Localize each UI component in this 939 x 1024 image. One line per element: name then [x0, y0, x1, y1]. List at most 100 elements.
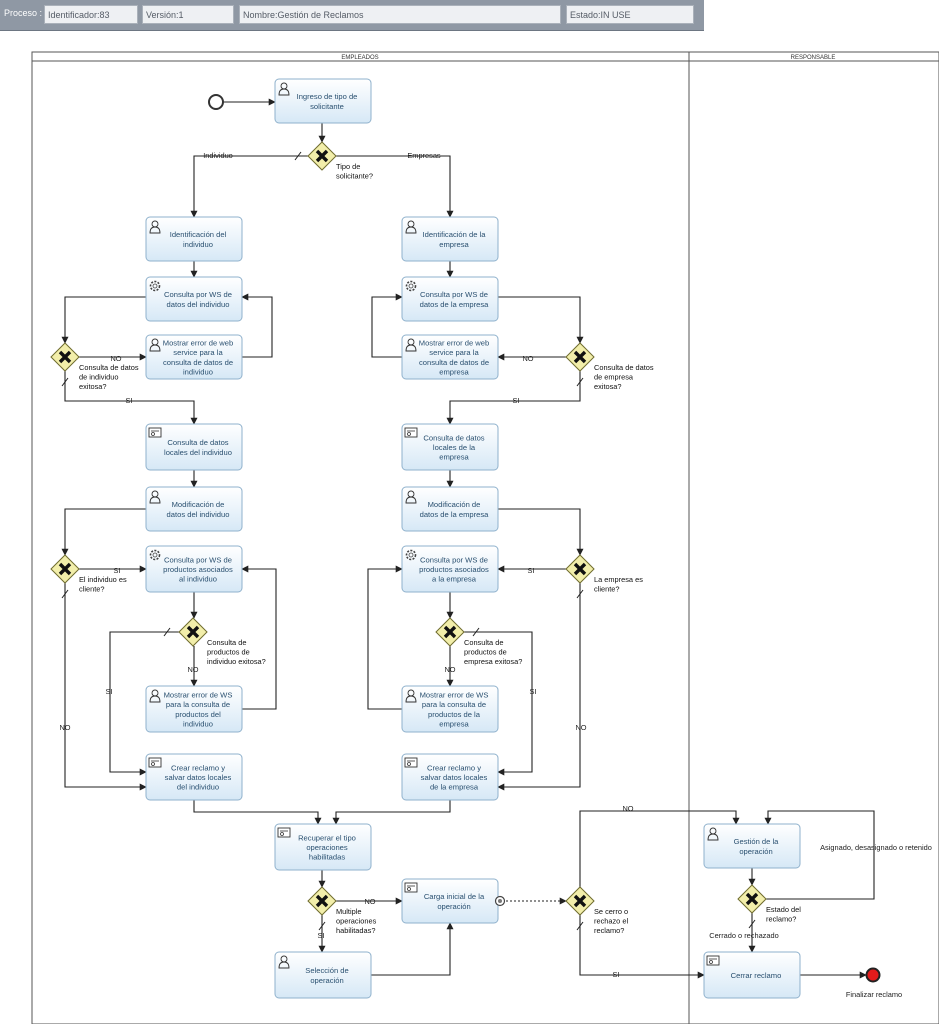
default-flow-marker [576, 377, 584, 387]
task-box [145, 216, 243, 262]
task-box [145, 334, 243, 380]
end-event[interactable] [865, 967, 881, 983]
sequence-flow [332, 800, 451, 825]
script-icon [148, 427, 162, 438]
default-flow-marker [61, 377, 69, 387]
gateway-label: productos de [207, 647, 250, 656]
default-flow-marker [294, 151, 302, 161]
sequence-flow [241, 293, 273, 358]
task-box [401, 753, 499, 801]
task-box [274, 951, 372, 999]
gateway-label: Consulta de datos [594, 363, 654, 372]
label-no-g7: NO [444, 665, 455, 674]
task-label: Consulta de datos [423, 433, 484, 442]
process-label: Proceso : [4, 8, 43, 18]
label-no-g5: NO [575, 723, 586, 732]
gateway-label: La empresa es [594, 575, 643, 584]
gateway-label: Tipo de [336, 162, 360, 171]
exclusive-x-icon [186, 625, 200, 639]
task-box [145, 545, 243, 593]
gateway-label: productos de [464, 647, 507, 656]
end-event-label: Finalizar reclamo [846, 990, 902, 999]
gateway-label: habilitadas? [336, 926, 375, 935]
gateway-label: solicitante? [336, 171, 373, 180]
user-icon [149, 490, 161, 504]
label-no-g4: NO [59, 723, 70, 732]
task-label: Crear reclamo y [427, 763, 481, 772]
sequence-flow [193, 800, 322, 825]
sequence-flow [764, 810, 875, 900]
status-field: Estado:IN USE [566, 5, 694, 24]
gateway-label: Multiple [336, 907, 361, 916]
task-label: Gestión de la [734, 837, 780, 846]
script-icon [404, 757, 418, 768]
task-label: Consulta por WS de [420, 290, 488, 299]
sequence-flow [371, 293, 403, 358]
label-si-g3: SI [513, 396, 520, 405]
intermediate-event-icon [494, 895, 506, 907]
gear-icon [405, 549, 417, 561]
exclusive-x-icon [315, 149, 329, 163]
label-si-g6: SI [106, 687, 113, 696]
label-no-g2: NO [110, 354, 121, 363]
task-label: productos asociados [163, 565, 233, 574]
task-label: solicitante [310, 102, 344, 111]
gateway-label: Consulta de [207, 638, 246, 647]
task-label: datos de la empresa [420, 300, 490, 309]
gateway-label: Estado del [766, 905, 801, 914]
task-label: service para la [173, 348, 223, 357]
start-event[interactable] [208, 94, 224, 110]
pool: EMPLEADOS RESPONSABLE [31, 51, 939, 1024]
sequence-flow [241, 565, 277, 710]
label-no-g3: NO [522, 354, 533, 363]
task-box [703, 823, 801, 869]
script-icon [404, 427, 418, 438]
sequence-flow [64, 371, 198, 425]
exclusive-x-icon [573, 350, 587, 364]
task-label: Consulta por WS de [164, 290, 232, 299]
task-box [145, 423, 243, 471]
task-t22[interactable]: Cerrar reclamo [703, 951, 801, 999]
task-box [401, 545, 499, 593]
user-icon [405, 220, 417, 234]
sequence-flow [109, 631, 179, 776]
script-icon [277, 827, 291, 838]
task-label: Identificación del [170, 230, 227, 239]
task-label: locales de la [433, 443, 476, 452]
task-label: consulta de datos de [419, 358, 489, 367]
task-box [703, 951, 801, 999]
script-icon [404, 882, 418, 893]
